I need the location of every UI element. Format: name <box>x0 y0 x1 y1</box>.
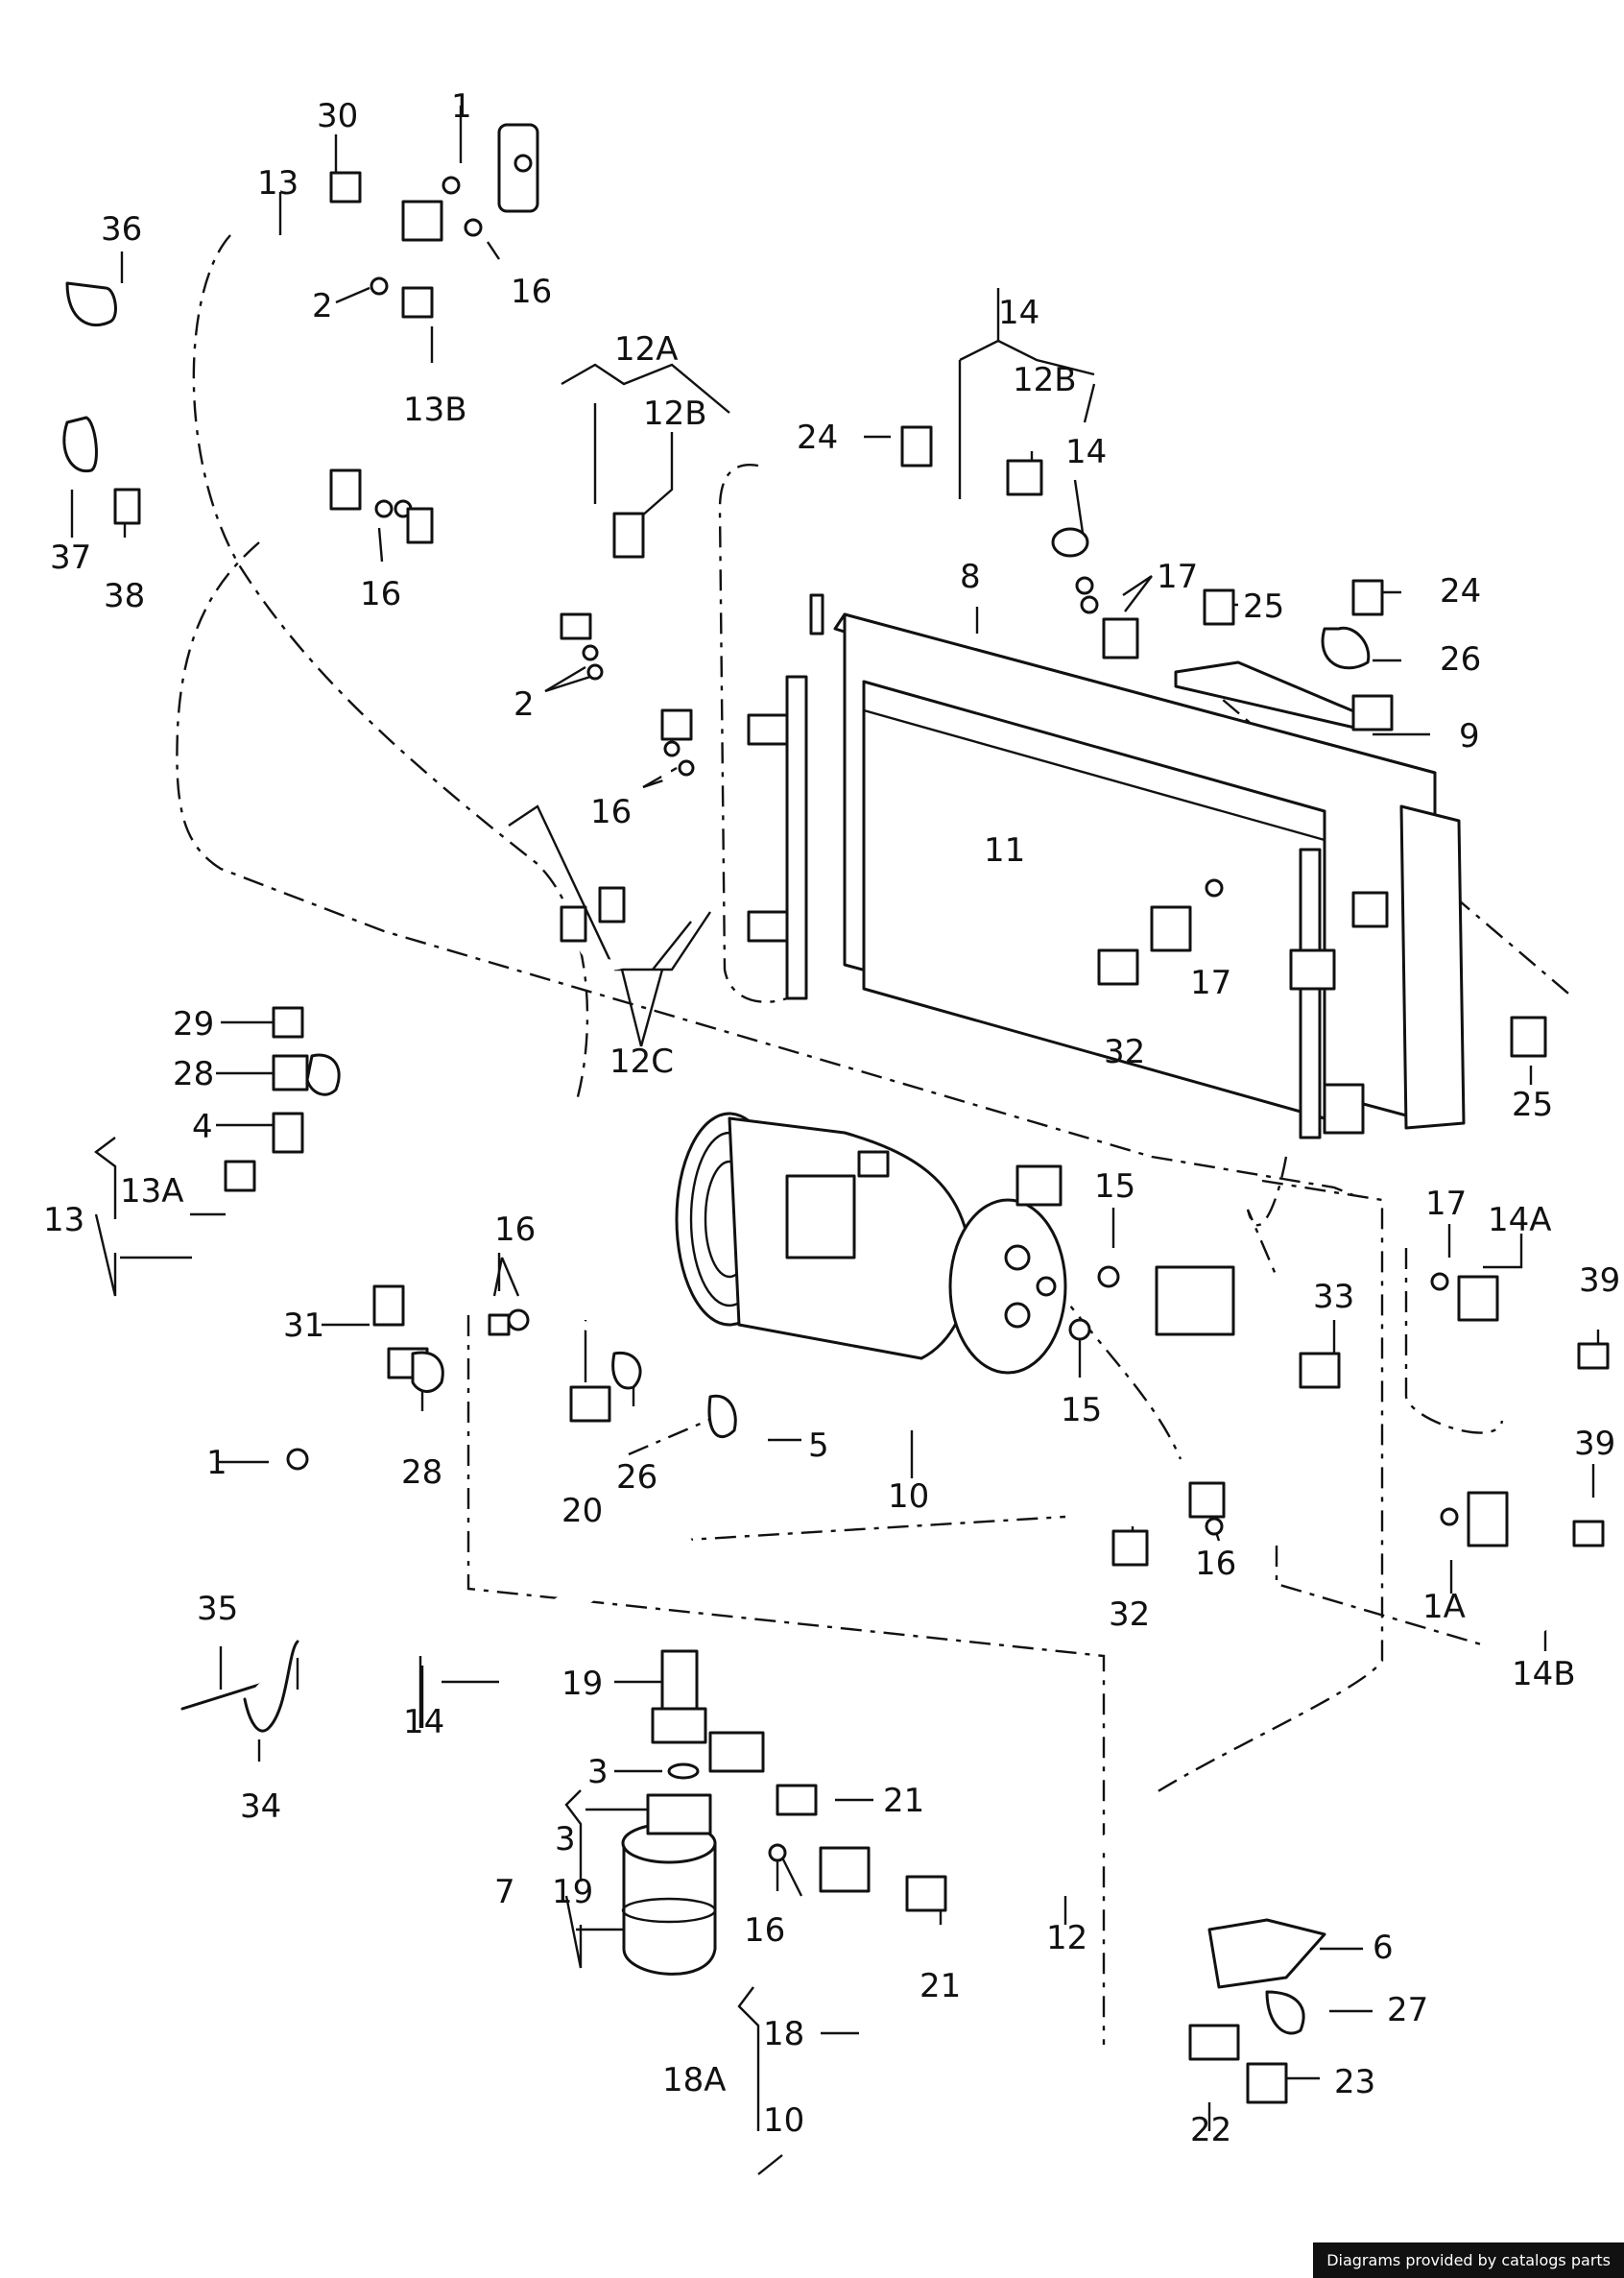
callout-3-a: 3 <box>587 1753 609 1791</box>
callout-10-b: 10 <box>763 2101 804 2140</box>
callout-25-b: 25 <box>1512 1086 1553 1124</box>
callout-1-mid: 1 <box>206 1444 227 1482</box>
callout-13B: 13B <box>403 391 467 429</box>
callout-19-a: 19 <box>561 1665 603 1703</box>
callout-18A: 18A <box>662 2061 727 2099</box>
callout-17-c: 17 <box>1425 1185 1467 1223</box>
callout-9: 9 <box>1459 717 1480 755</box>
callout-12C: 12C <box>609 1043 674 1081</box>
leader-lines <box>70 106 1600 2175</box>
callout-13A: 13A <box>120 1172 184 1211</box>
callout-12-bot: 12 <box>1046 1919 1087 1957</box>
diagram-credit-badge: Diagrams provided by catalogs parts <box>1313 2242 1624 2278</box>
callout-16-c: 16 <box>590 793 632 831</box>
callout-23: 23 <box>1334 2063 1375 2101</box>
callout-14B: 14B <box>1512 1655 1576 1693</box>
callout-3-b: 3 <box>555 1820 576 1858</box>
callout-39-b: 39 <box>1574 1425 1615 1463</box>
fasteners-and-fittings <box>62 123 1610 2104</box>
callout-16-d: 16 <box>494 1211 536 1249</box>
callout-22: 22 <box>1190 2111 1231 2149</box>
compressor <box>675 1112 1067 1375</box>
callout-17-a: 17 <box>1157 558 1198 596</box>
callout-7: 7 <box>494 1873 515 1911</box>
callout-26-b: 26 <box>616 1458 657 1497</box>
callout-20: 20 <box>561 1492 603 1530</box>
receiver-drier <box>621 1649 765 1976</box>
callout-14-b: 14 <box>1065 433 1107 471</box>
callout-2-a: 2 <box>312 287 333 325</box>
callout-35: 35 <box>197 1590 238 1628</box>
callout-21-b: 21 <box>919 1967 961 2005</box>
callout-16-b: 16 <box>360 575 401 613</box>
callout-31: 31 <box>283 1307 324 1345</box>
callout-11: 11 <box>984 831 1025 870</box>
callout-1-top: 1 <box>451 87 472 126</box>
callout-19-b: 19 <box>552 1873 593 1911</box>
callout-38: 38 <box>104 577 145 615</box>
callout-13-top: 13 <box>257 164 299 203</box>
callout-32-b: 32 <box>1109 1595 1150 1634</box>
callout-16-e: 16 <box>1195 1545 1236 1583</box>
callout-5: 5 <box>808 1427 829 1465</box>
callout-13-left: 13 <box>43 1201 84 1239</box>
callout-28-a: 28 <box>173 1055 214 1093</box>
callout-29: 29 <box>173 1005 214 1043</box>
callout-27: 27 <box>1387 1991 1428 2029</box>
callout-15-a: 15 <box>1094 1167 1135 1206</box>
callout-12B-b: 12B <box>1013 361 1077 399</box>
callout-12A: 12A <box>614 330 679 369</box>
callout-30: 30 <box>317 97 358 135</box>
callout-14-top: 14 <box>998 294 1039 332</box>
callout-33: 33 <box>1313 1278 1354 1316</box>
callout-17-b: 17 <box>1190 964 1231 1002</box>
callout-24-b: 24 <box>1440 572 1481 611</box>
callout-15-b: 15 <box>1061 1391 1102 1429</box>
callout-14A: 14A <box>1488 1201 1552 1239</box>
callout-16-a: 16 <box>511 273 552 311</box>
callout-8: 8 <box>960 558 981 596</box>
callout-34: 34 <box>240 1787 281 1826</box>
callout-18: 18 <box>763 2015 804 2053</box>
callout-14-bot: 14 <box>403 1703 444 1741</box>
callout-32-a: 32 <box>1104 1033 1145 1071</box>
assembly-outlines <box>176 234 1575 2045</box>
callout-36: 36 <box>101 210 142 249</box>
callout-4: 4 <box>192 1108 213 1146</box>
callout-39-a: 39 <box>1579 1261 1620 1300</box>
callout-16-f: 16 <box>744 1911 785 1950</box>
callout-28-b: 28 <box>401 1453 442 1492</box>
callout-21-a: 21 <box>883 1782 924 1820</box>
callout-24-a: 24 <box>797 419 838 457</box>
callout-1A: 1A <box>1422 1588 1466 1626</box>
callout-labels: 1 30 13 36 16 2 13B 12A 12B 37 38 16 2 1… <box>43 87 1620 2149</box>
callout-25-a: 25 <box>1243 587 1284 626</box>
callout-26-a: 26 <box>1440 640 1481 679</box>
callout-6: 6 <box>1373 1929 1394 1967</box>
callout-10-a: 10 <box>888 1477 929 1516</box>
condenser <box>747 593 1466 1139</box>
callout-12B-a: 12B <box>643 395 707 433</box>
callout-37: 37 <box>50 539 91 577</box>
callout-2-b: 2 <box>513 685 535 724</box>
